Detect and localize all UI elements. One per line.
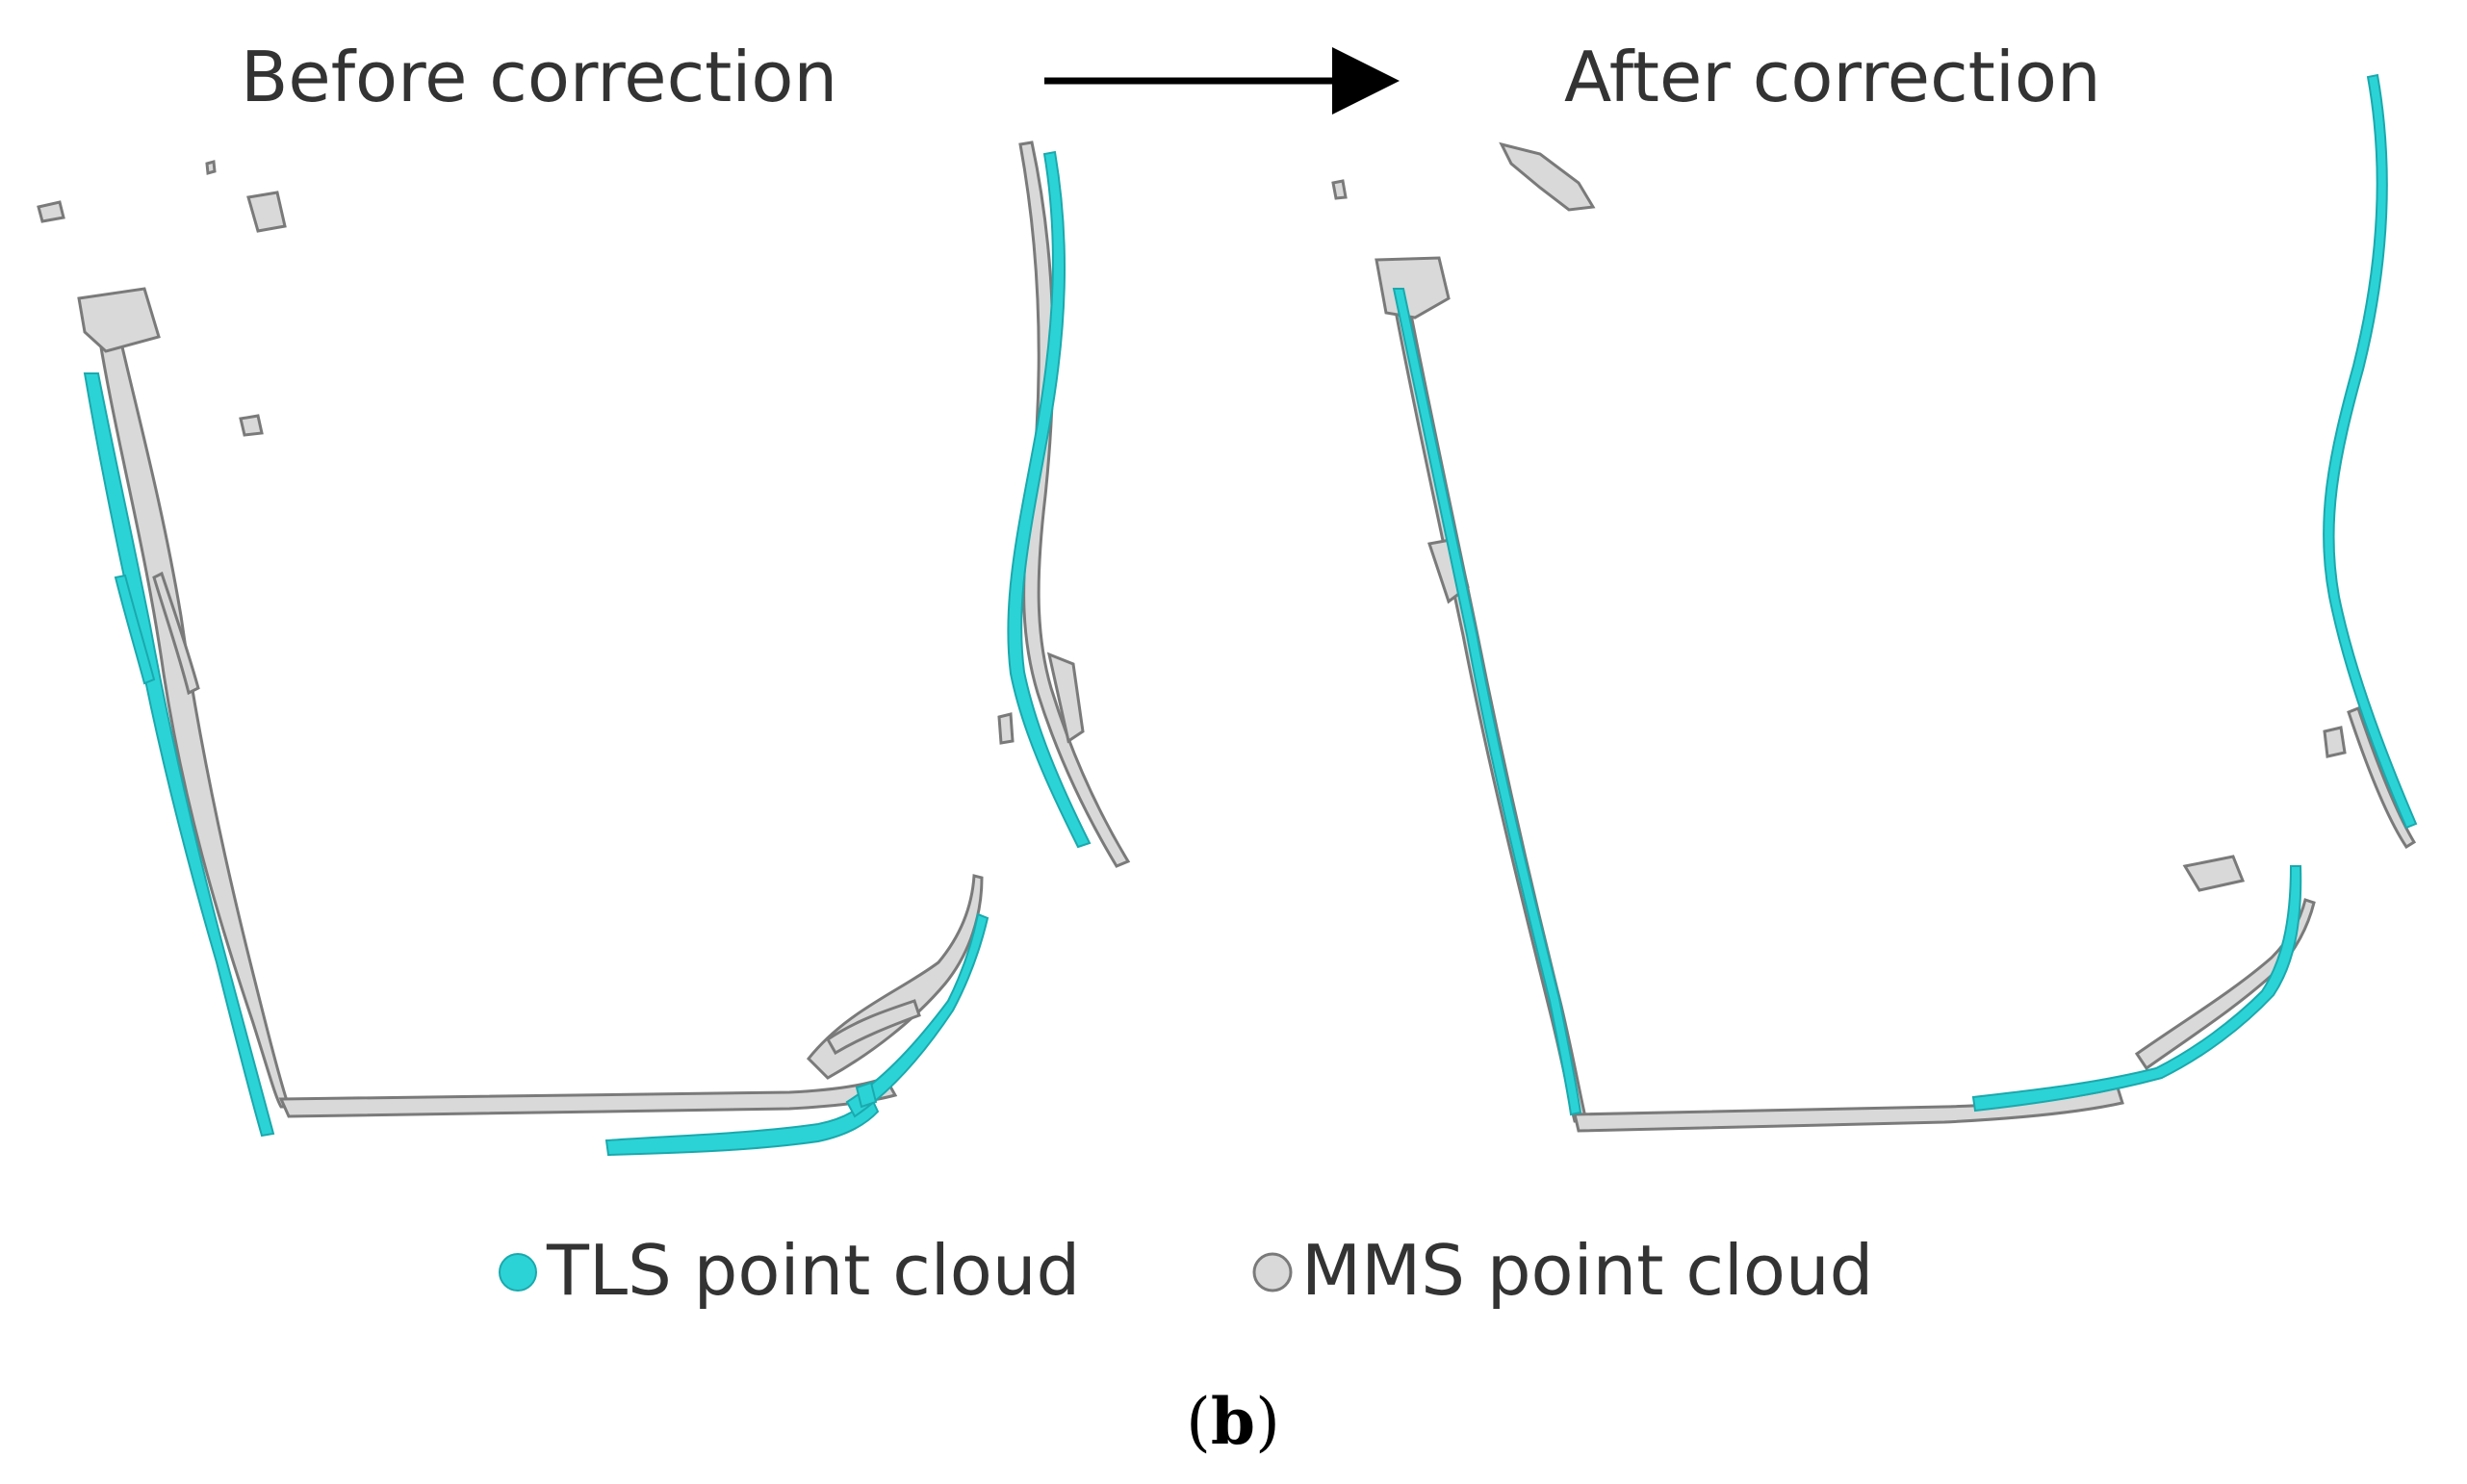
after-mms-point-cloud — [1331, 141, 2417, 1133]
legend-mms-swatch — [1252, 1252, 1293, 1292]
legend-tls-label: TLS point cloud — [546, 1230, 1080, 1311]
caption-close-paren: ) — [1255, 1385, 1280, 1459]
caption-letter: b — [1211, 1384, 1255, 1459]
legend-mms-label: MMS point cloud — [1301, 1230, 1873, 1311]
before-mms-point-cloud — [37, 141, 1131, 1118]
before-tls-point-cloud — [83, 150, 1092, 1157]
legend-tls-swatch — [499, 1253, 537, 1292]
before-correction-label: Before correction — [241, 37, 837, 117]
legend: TLS point cloud MMS point cloud — [499, 1230, 1873, 1311]
after-correction-panel — [1331, 73, 2418, 1133]
panel-caption: (b) — [1186, 1384, 1280, 1459]
after-correction-label: After correction — [1564, 37, 2101, 117]
after-tls-point-cloud — [1392, 73, 2418, 1116]
caption-open-paren: ( — [1186, 1385, 1211, 1459]
before-correction-panel — [37, 141, 1131, 1157]
